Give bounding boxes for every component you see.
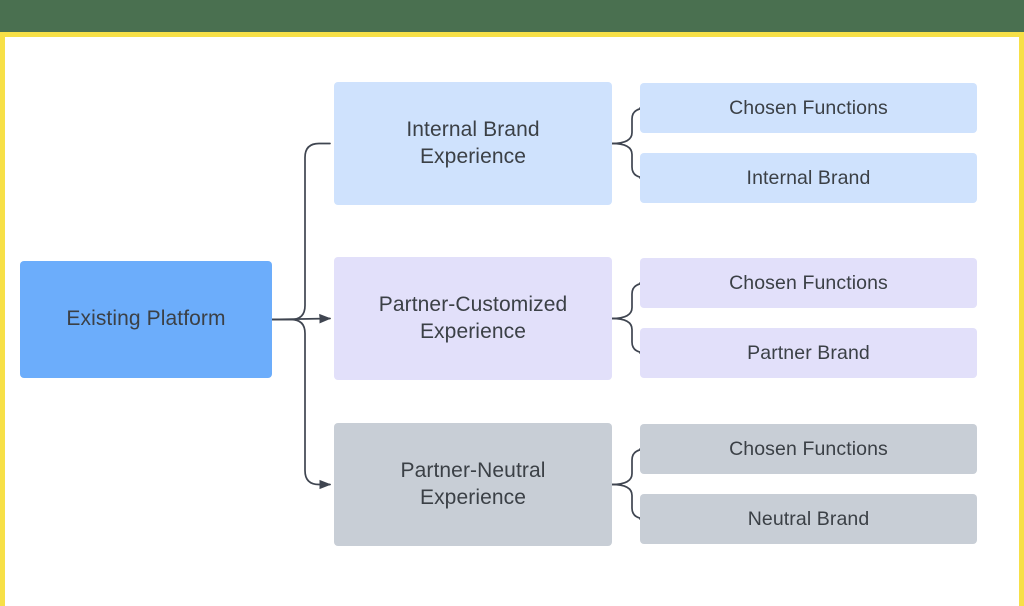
node-internal-chosen-functions[interactable]: Chosen Functions [640, 83, 977, 133]
node-partner-neutral-experience[interactable]: Partner-Neutral Experience [334, 423, 612, 546]
node-neutral-chosen-functions[interactable]: Chosen Functions [640, 424, 977, 474]
node-partner-customized-experience[interactable]: Partner-Customized Experience [334, 257, 612, 380]
node-existing-platform[interactable]: Existing Platform [20, 261, 272, 378]
node-partner-brand[interactable]: Partner Brand [640, 328, 977, 378]
node-neutral-brand[interactable]: Neutral Brand [640, 494, 977, 544]
node-internal-brand[interactable]: Internal Brand [640, 153, 977, 203]
node-partner-chosen-functions[interactable]: Chosen Functions [640, 258, 977, 308]
node-internal-brand-experience[interactable]: Internal Brand Experience [334, 82, 612, 205]
